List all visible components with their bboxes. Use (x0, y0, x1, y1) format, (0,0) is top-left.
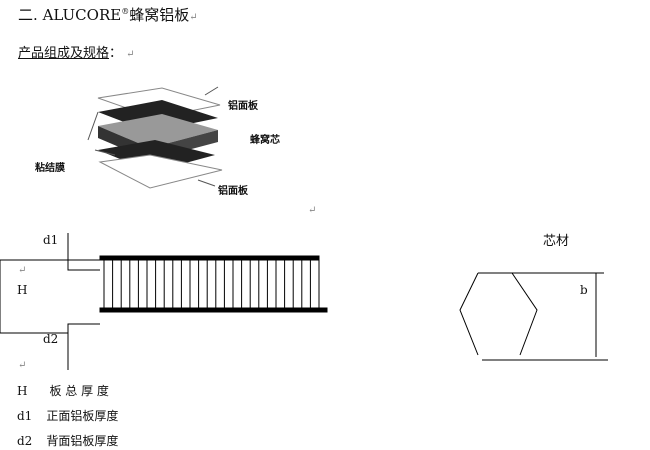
label-adhesive: 粘结膜 (35, 163, 65, 174)
H-label: H (17, 283, 28, 297)
d2-label: d2 (43, 332, 59, 346)
core-title: 芯材 (543, 234, 570, 249)
label-core: 蜂窝芯 (250, 135, 280, 146)
d1-label: d1 (43, 233, 59, 247)
exploded-panel-illustration (87, 86, 223, 189)
label-bottom-sheet: 铝面板 (218, 186, 248, 197)
b-label: b (580, 283, 588, 297)
heading: 二. ALUCORE®蜂窝铝板↵ (18, 6, 198, 24)
paragraph-mark: ↵ (18, 360, 27, 371)
paragraph-mark: ↵ (308, 205, 317, 216)
paragraph-mark: ↵ (18, 265, 27, 276)
honeycomb-cell (459, 272, 608, 361)
panel-cross-section (0, 233, 328, 370)
label-top-sheet: 铝面板 (228, 101, 258, 112)
subtitle: 产品组成及规格： ↵ (18, 46, 135, 61)
